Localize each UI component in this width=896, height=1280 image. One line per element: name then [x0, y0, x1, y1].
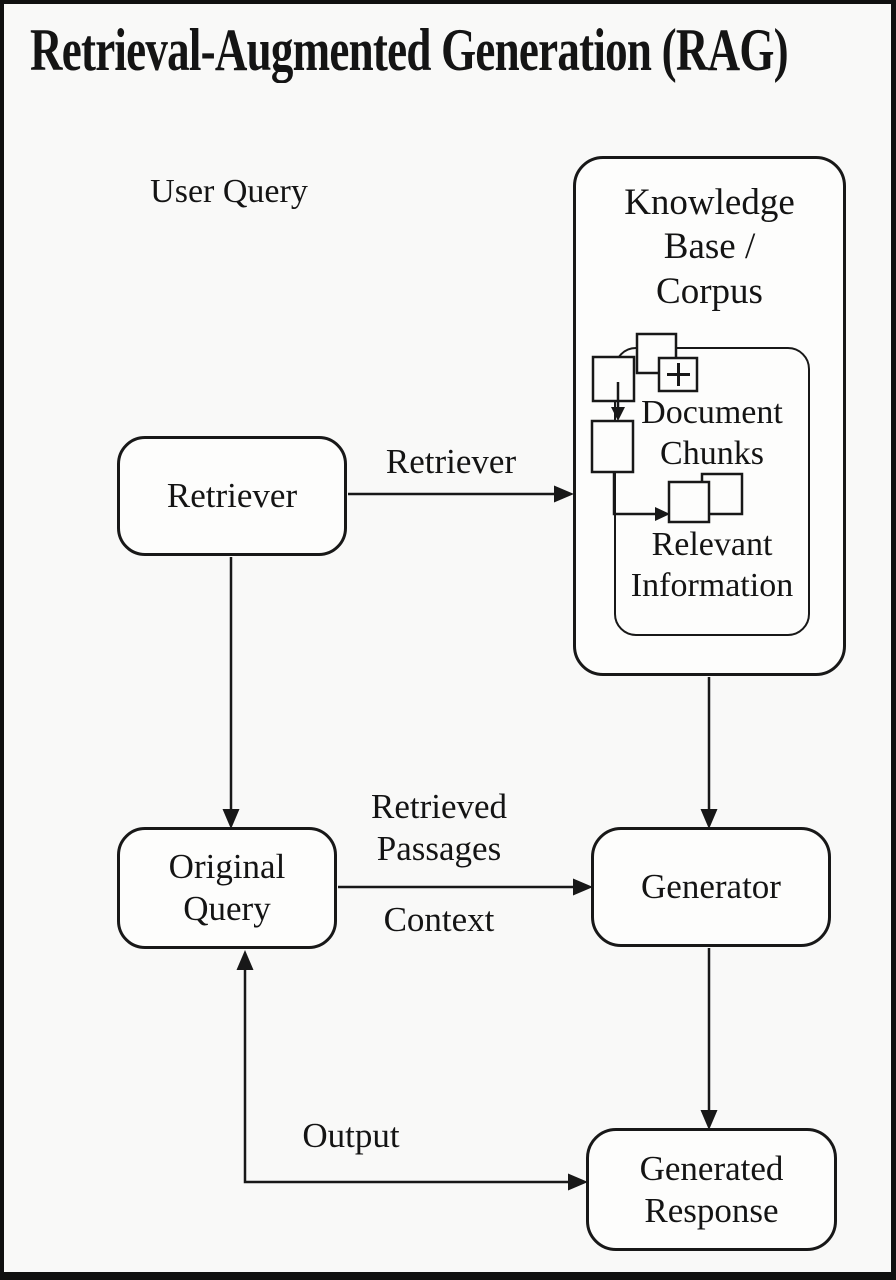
- label-line: Response: [644, 1190, 779, 1230]
- label-line: Knowledge: [624, 182, 795, 223]
- generator-node: Generator: [591, 827, 831, 947]
- knowledge-base-label: Knowledge Base / Corpus: [576, 181, 843, 314]
- generated-response-label: Generated Response: [640, 1148, 784, 1232]
- original-query-label: Original Query: [169, 846, 286, 930]
- label-line: Original: [168, 847, 286, 886]
- arrowhead-icon: [611, 407, 625, 421]
- document-chunk-icons: [590, 332, 699, 474]
- label-line: Query: [183, 889, 271, 928]
- label-line: Corpus: [656, 270, 763, 312]
- original-query-to-generator-arrow: [338, 878, 593, 896]
- label-line: Base /: [663, 226, 756, 268]
- output-feedback-arrow: [236, 950, 588, 1191]
- arrowhead-icon: [655, 507, 670, 521]
- arrowhead-icon: [554, 485, 574, 503]
- original-query-node: Original Query: [117, 827, 337, 949]
- document-chunk-icon: [590, 419, 635, 474]
- connector-layer: [222, 332, 744, 1191]
- diagram-title: Retrieval-Augmented Generation (RAG): [30, 17, 789, 83]
- arrowhead-icon: [568, 1173, 588, 1191]
- relevant-chunk-icons: [612, 472, 744, 524]
- retriever-label: Retriever: [166, 476, 298, 515]
- connector-line: [243, 967, 570, 1184]
- knowledge-base-to-generator-arrow: [700, 677, 718, 829]
- arrowhead-icon: [573, 878, 593, 896]
- retriever-to-knowledge-base-arrow: [348, 485, 574, 503]
- generated-response-node: Generated Response: [586, 1128, 837, 1251]
- generator-label: Generator: [641, 867, 781, 906]
- document-chunk-icon: [591, 355, 636, 403]
- arrowhead-icon: [700, 809, 718, 829]
- retriever-node: Retriever: [117, 436, 347, 556]
- generator-to-generated-response-arrow: [700, 948, 718, 1130]
- retriever-to-original-query-arrow: [222, 557, 240, 829]
- connector-line: [612, 472, 656, 516]
- arrowhead-icon: [236, 950, 254, 970]
- arrowhead-icon: [700, 1110, 718, 1130]
- label-line: Generated: [639, 1148, 784, 1188]
- relevant-chunk-icon: [667, 480, 711, 524]
- arrowhead-icon: [222, 809, 240, 829]
